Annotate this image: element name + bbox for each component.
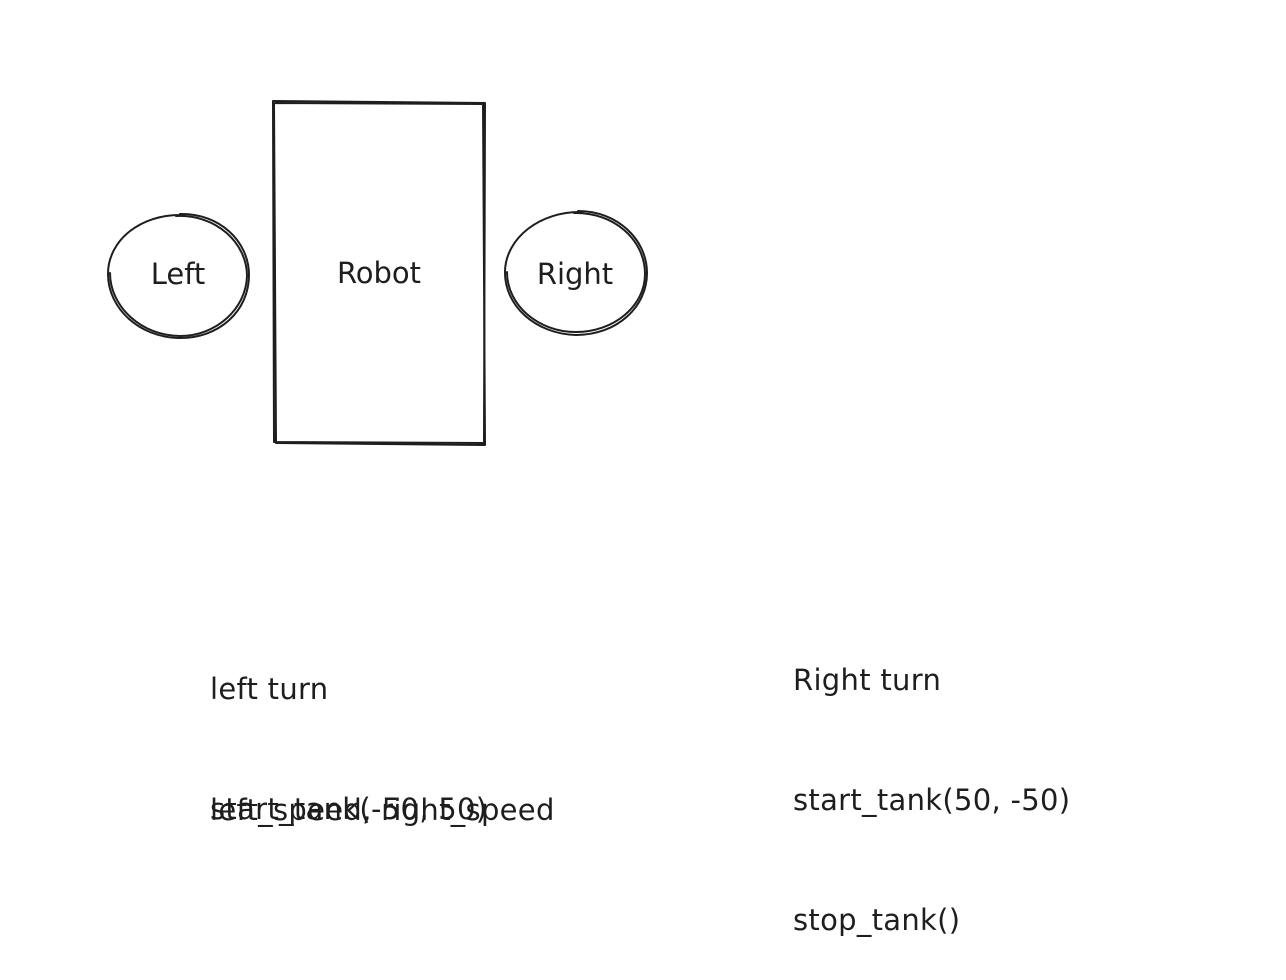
right-wheel-outline-sketch	[506, 211, 646, 333]
left-turn-code: start_tank(-50, 50)	[210, 792, 488, 826]
speed-params-text: left_speed, right_speed	[210, 793, 555, 827]
right-wheel: Right	[503, 210, 648, 336]
robot-body-label: Robot	[337, 256, 421, 290]
left-wheel-outline	[107, 212, 250, 340]
left-wheel-label: Left	[151, 257, 206, 291]
right-wheel-label: Right	[537, 257, 613, 291]
speed-params-note: left_speed, right_speed	[210, 710, 555, 870]
robot-body: Robot	[272, 100, 486, 446]
right-wheel-outline	[503, 210, 648, 336]
right-turn-code: start_tank(50, -50)	[793, 783, 1071, 817]
right-turn-note: Right turn start_tank(50, -50) stop_tank…	[793, 580, 1070, 980]
robot-body-outline-sketch	[273, 102, 486, 446]
left-turn-note: left turn start_tank(-50, 50)	[210, 589, 487, 869]
diagram-canvas: Left Robot Right	[107, 100, 648, 446]
left-wheel: Left	[107, 212, 250, 340]
left-turn-title: left turn	[210, 672, 329, 706]
right-turn-title: Right turn	[793, 663, 942, 697]
left-wheel-outline-sketch	[109, 214, 248, 337]
stop-tank-code: stop_tank()	[793, 903, 961, 937]
